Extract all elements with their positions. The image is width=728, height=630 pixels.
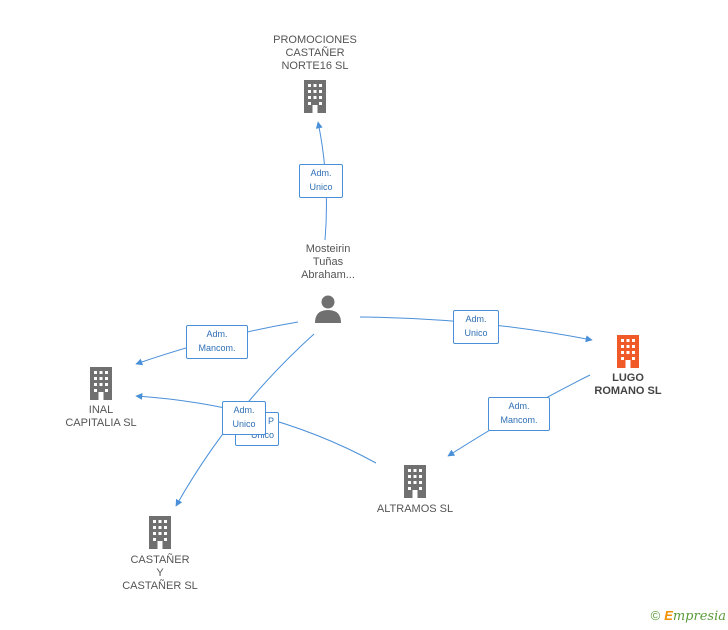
node-altramos-label: ALTRAMOS SL — [376, 503, 454, 515]
edge-label-adm-mancom-left[interactable]: Adm. Mancom. — [186, 325, 248, 359]
brand-logo-text: mpresia — [672, 609, 726, 624]
edge-label-adm-unico-top[interactable]: Adm. Unico — [299, 164, 343, 198]
node-lugo-label: LUGO ROMANO SL — [594, 372, 662, 397]
building-icon — [404, 465, 426, 498]
node-promociones-label: PROMOCIONES CASTAÑER NORTE16 SL — [273, 34, 357, 72]
node-inal-label: INAL CAPITALIA SL — [65, 404, 137, 429]
node-promociones[interactable]: PROMOCIONES CASTAÑER NORTE16 SL — [245, 34, 385, 113]
node-person-label: Mosteirin Tuñas Abraham... — [301, 243, 355, 281]
node-castaner-label: CASTAÑER Y CASTAÑER SL — [122, 554, 198, 592]
edge-label-adm-unico-center[interactable]: Adm. Unico — [222, 401, 266, 435]
node-lugo[interactable]: LUGO ROMANO SL — [576, 334, 680, 398]
edge-label-adm-unico-right[interactable]: Adm. Unico — [453, 310, 499, 344]
building-icon — [617, 335, 639, 368]
node-person[interactable]: Mosteirin Tuñas Abraham... — [268, 243, 388, 324]
person-icon — [315, 295, 341, 323]
node-castaner[interactable]: CASTAÑER Y CASTAÑER SL — [105, 515, 215, 593]
footer-brand: ©Empresia — [651, 608, 726, 624]
building-icon — [304, 80, 326, 113]
node-altramos[interactable]: ALTRAMOS SL — [360, 464, 470, 516]
copyright-symbol: © — [650, 608, 661, 623]
building-icon — [90, 367, 112, 400]
edge-label-adm-mancom-right[interactable]: Adm. Mancom. — [488, 397, 550, 431]
building-icon — [149, 516, 171, 549]
node-inal[interactable]: INAL CAPITALIA SL — [46, 366, 156, 430]
brand-logo-initial: E — [664, 608, 673, 623]
